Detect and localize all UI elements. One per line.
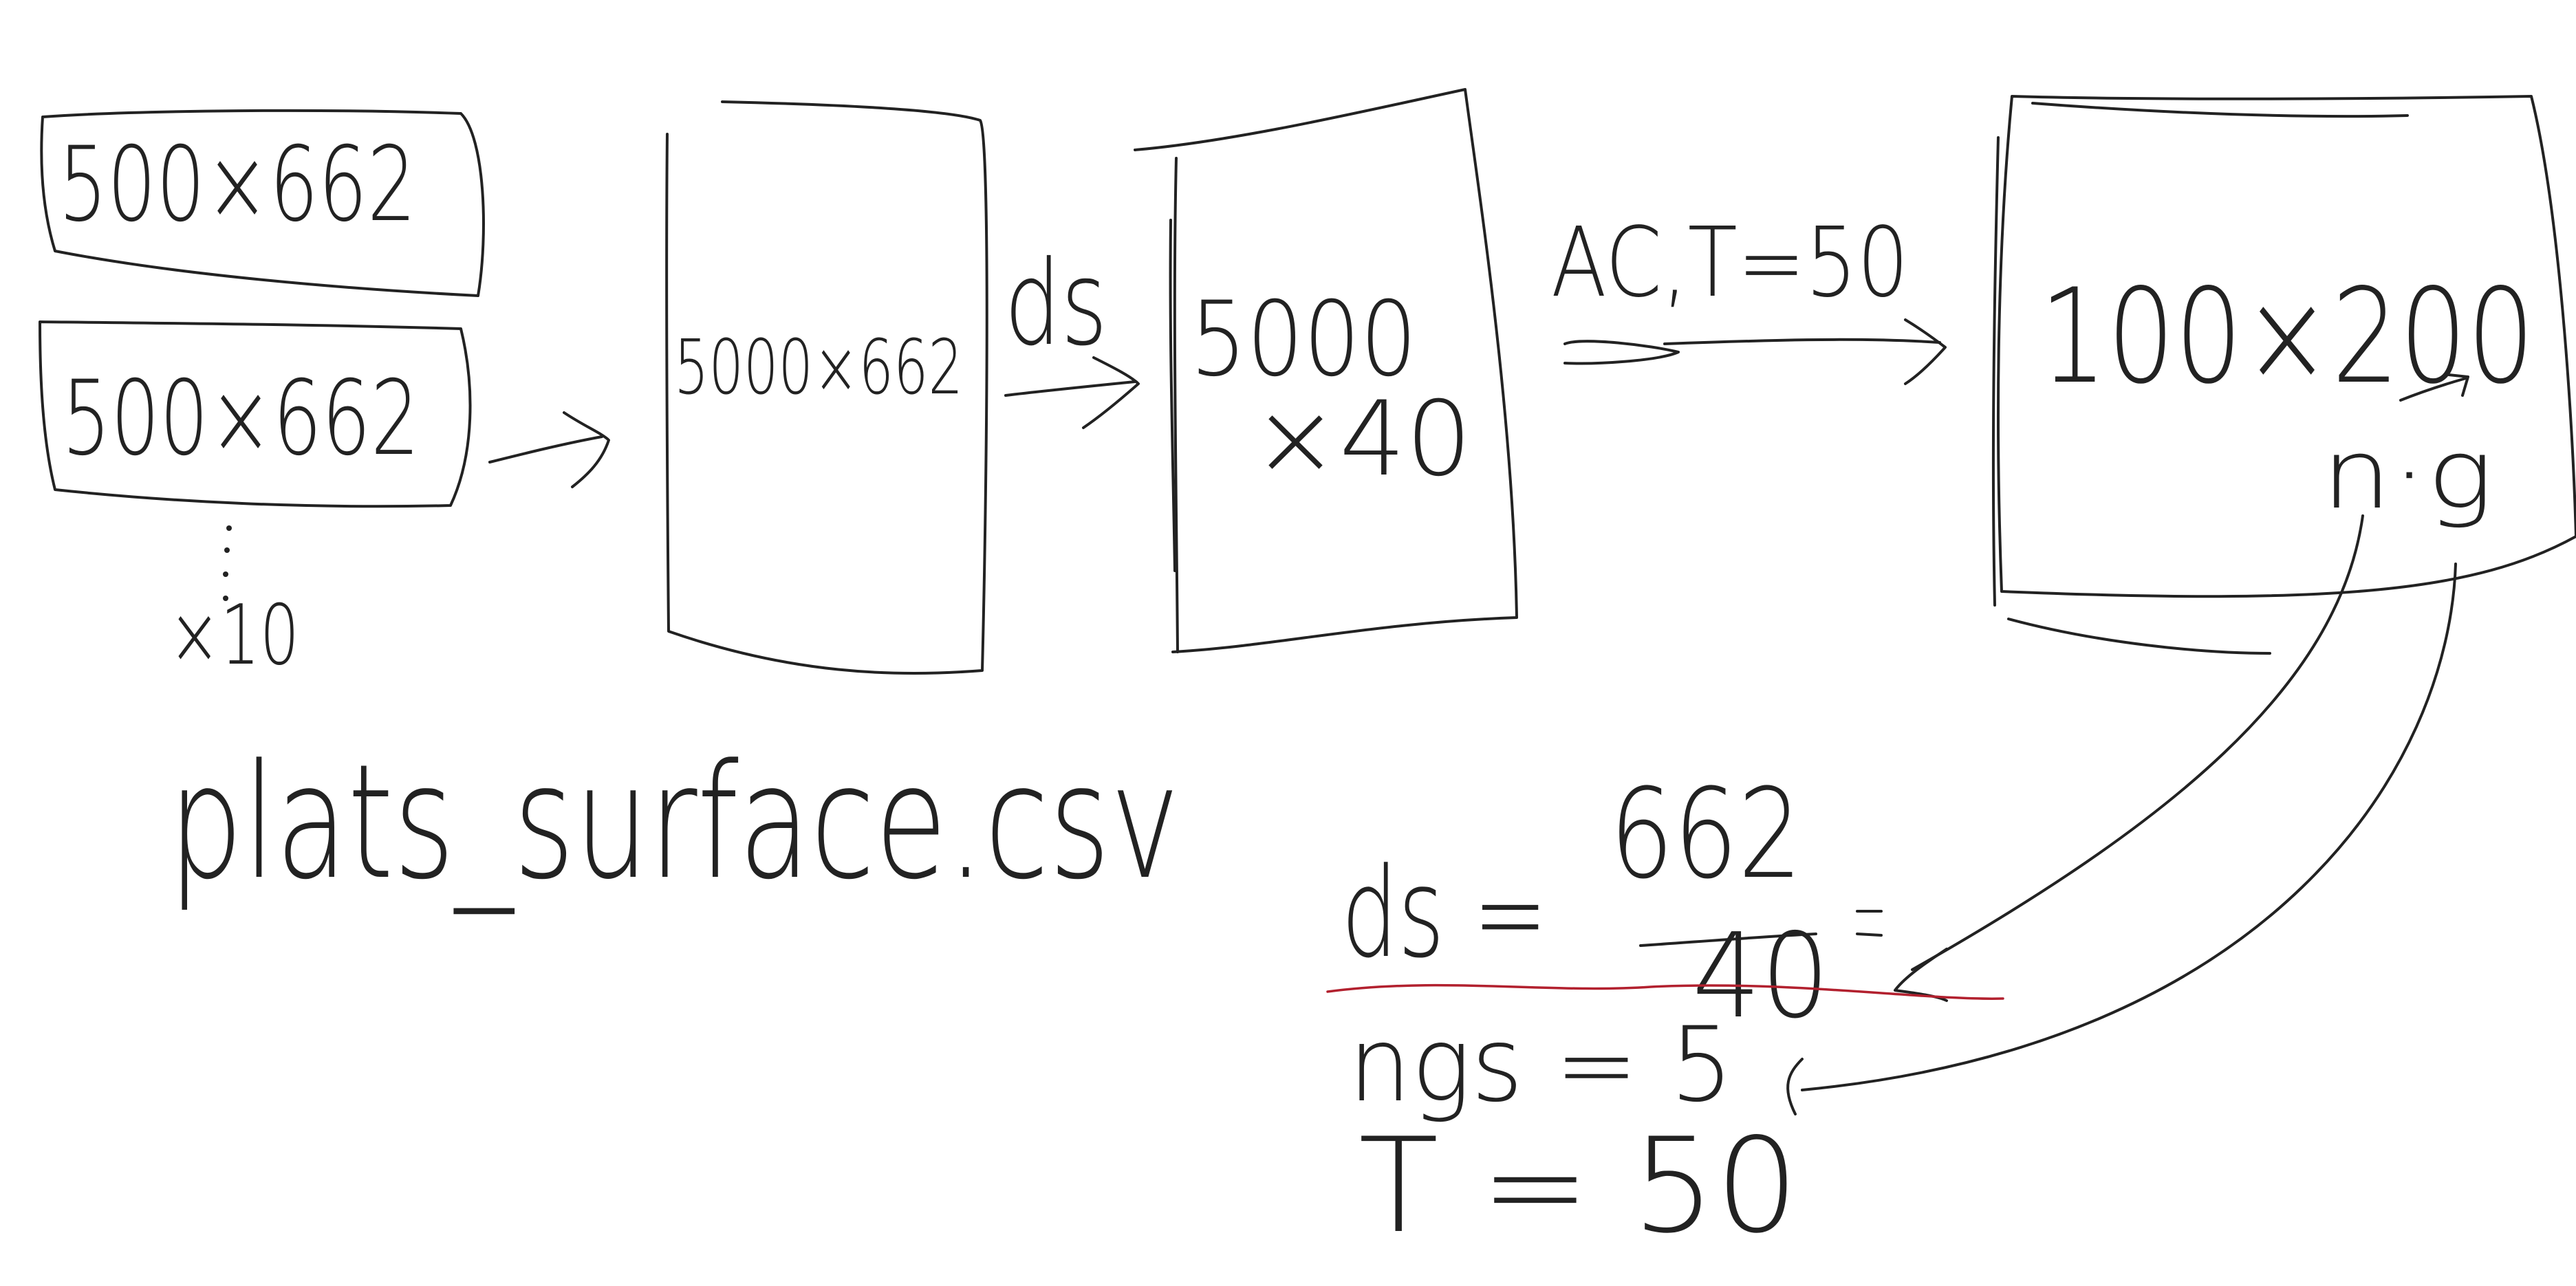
input-file-box-2: 500×662 bbox=[39, 320, 472, 508]
output-matrix-label: 100×200 bbox=[2039, 261, 2535, 413]
downsample-label: ds bbox=[1004, 236, 1107, 372]
formula-ds-denominator: 40 bbox=[1692, 908, 1830, 1045]
strikethrough-line bbox=[1326, 983, 2004, 1000]
arrow-downsample: ds bbox=[1004, 236, 1140, 429]
repeat-indicator: ×10 bbox=[169, 525, 299, 684]
input-file-box-1: 500×662 bbox=[40, 109, 485, 297]
input-file-1-label: 500×662 bbox=[58, 125, 416, 245]
output-matrix-box: 100×200 n·g bbox=[1991, 95, 2576, 655]
ellipsis-dot bbox=[226, 525, 232, 531]
connector-lines bbox=[1786, 514, 2457, 1115]
formula-ds-numerator: 662 bbox=[1610, 763, 1802, 906]
stacked-matrix-label: 5000×662 bbox=[674, 323, 963, 411]
pointer-arrow-icon bbox=[2399, 373, 2469, 402]
stacked-matrix-box: 5000×662 bbox=[665, 100, 988, 675]
formula-t: T = 50 bbox=[1359, 1110, 1799, 1262]
formula-ds-lhs: ds = bbox=[1341, 842, 1548, 985]
source-file-label: plats_surface.csv bbox=[169, 731, 1180, 915]
ellipsis-dot bbox=[223, 571, 228, 577]
aggregation-label: AC,T=50 bbox=[1551, 207, 1909, 319]
arrow-concat bbox=[488, 411, 610, 488]
formula-block: ds = 662 40 ngs = 5 T = 50 bbox=[1326, 763, 2004, 1262]
equals-sign bbox=[1856, 910, 1883, 937]
ellipsis-dot bbox=[224, 547, 230, 553]
formula-ngs: ngs = 5 bbox=[1348, 1005, 1733, 1125]
reduced-matrix-line2: ×40 bbox=[1252, 380, 1472, 499]
arrow-aggregate: AC,T=50 bbox=[1551, 207, 1947, 385]
reduced-matrix-line1: 5000 bbox=[1190, 280, 1417, 400]
input-file-2-label: 500×662 bbox=[62, 359, 420, 479]
repeat-count-label: ×10 bbox=[169, 588, 299, 684]
fraction-bar bbox=[1639, 933, 1817, 947]
output-sub-label: n·g bbox=[2321, 419, 2493, 531]
ellipsis-dot bbox=[223, 596, 228, 601]
reduced-matrix-box: 5000 ×40 bbox=[1134, 88, 1518, 653]
